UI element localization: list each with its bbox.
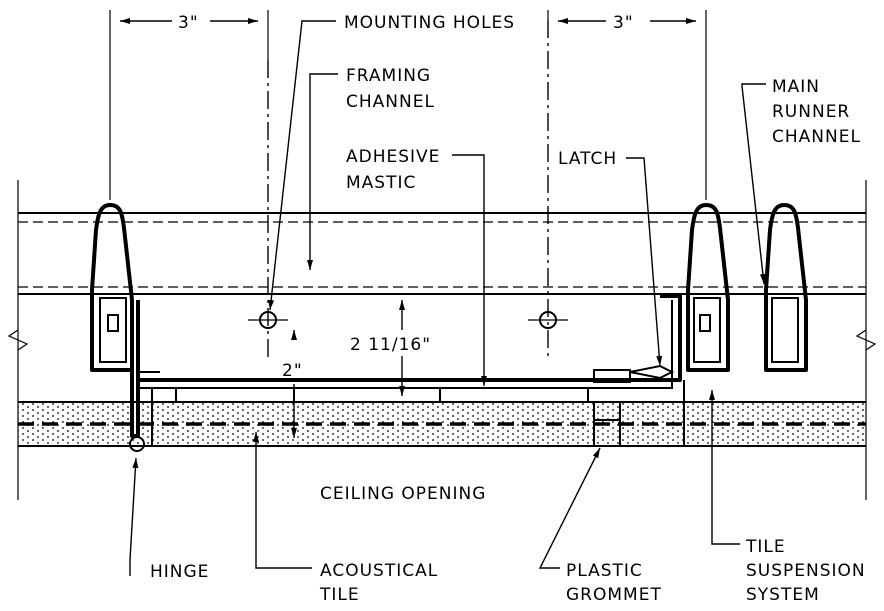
tile-suspension-label-2: SUSPENSION: [746, 561, 866, 581]
left-runner-hanger: [90, 203, 134, 372]
leader-lines: [129, 20, 766, 576]
plastic-grommet-label-1: PLASTIC: [566, 561, 643, 581]
dim-right-label: 3": [613, 13, 634, 33]
mounting-holes: [248, 20, 568, 360]
framing-channel-band: [18, 212, 866, 295]
adhesive-mastic-strips: [175, 387, 589, 403]
dim-two-label: 2": [282, 361, 303, 381]
annotation-labels: 3" 3" MOUNTING HOLES FRAMING CHANNEL MAI…: [150, 13, 866, 605]
adhesive-label-2: MASTIC: [346, 173, 416, 193]
dim-height-label: 2 11/16": [350, 335, 431, 355]
dim-left-label: 3": [178, 13, 199, 33]
framing-channel-label-2: CHANNEL: [346, 92, 435, 112]
framing-channel-label-1: FRAMING: [346, 66, 431, 86]
acoustical-tile-label-2: TILE: [319, 585, 360, 605]
acoustical-tile-label-1: ACOUSTICAL: [320, 561, 438, 581]
plastic-grommet-label-2: GROMMET: [566, 585, 662, 605]
ceiling-tile-layer: [7, 180, 877, 500]
main-runner-channel-shape: [764, 203, 808, 372]
hinge-shape: [129, 436, 145, 452]
dimension-lines: [109, 10, 707, 438]
main-runner-label-3: CHANNEL: [772, 127, 861, 147]
plastic-grommet-shape: [593, 401, 621, 447]
tile-suspension-label-1: TILE: [745, 537, 786, 557]
tile-suspension-label-3: SYSTEM: [746, 585, 820, 605]
hinge-label: HINGE: [150, 562, 209, 582]
main-runner-label-1: MAIN: [772, 77, 820, 97]
latch-shape: [593, 364, 675, 383]
ceiling-opening-label: CEILING OPENING: [320, 484, 486, 504]
latch-label: LATCH: [558, 149, 617, 169]
adhesive-label-1: ADHESIVE: [346, 147, 440, 167]
main-runner-label-2: RUNNER: [772, 102, 850, 122]
right-runner-hanger: [686, 203, 730, 372]
mounting-holes-label: MOUNTING HOLES: [344, 13, 515, 33]
access-panel-frame: [130, 294, 685, 446]
